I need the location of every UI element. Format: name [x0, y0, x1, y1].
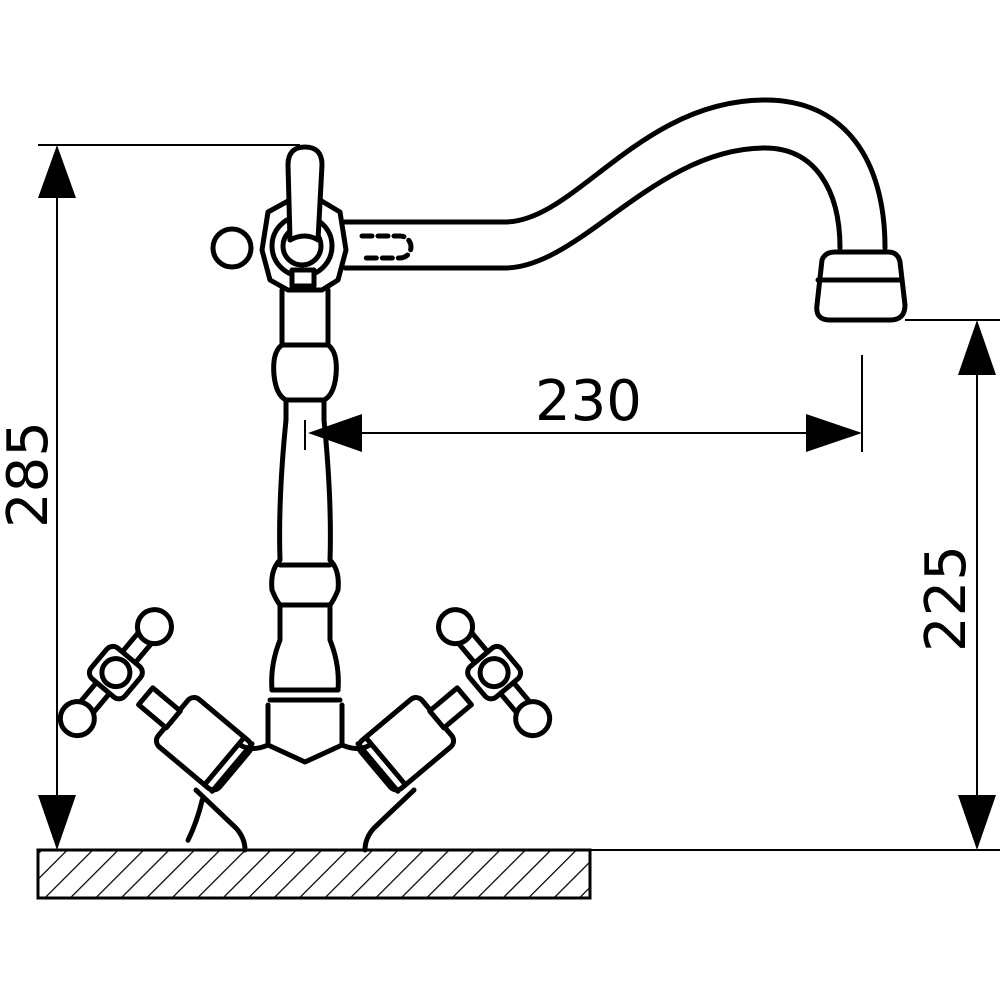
dimension-label-225: 225 [914, 545, 979, 652]
countertop [36, 848, 1000, 900]
left-valve-handle [57, 607, 255, 843]
dimension-label-230: 230 [535, 369, 642, 434]
arrow-left-icon [308, 414, 362, 452]
valve-joints [237, 742, 373, 751]
arrow-right-icon [806, 414, 862, 452]
dimension-label-285: 285 [0, 421, 61, 528]
arrow-down-icon [958, 795, 996, 850]
dimension-spout-reach: 230 [304, 355, 863, 452]
arrow-down-icon [38, 795, 76, 850]
arrow-up-icon [958, 320, 996, 375]
right-valve-base [362, 787, 417, 853]
left-valve-base [193, 787, 248, 853]
spout [342, 97, 908, 323]
dimension-total-height: 285 [0, 144, 300, 850]
top-lever-hub [210, 144, 349, 293]
faucet-column [265, 287, 345, 765]
arrow-up-icon [38, 145, 76, 198]
right-valve-handle [355, 607, 553, 794]
dimension-spout-height: 225 [905, 319, 1000, 850]
